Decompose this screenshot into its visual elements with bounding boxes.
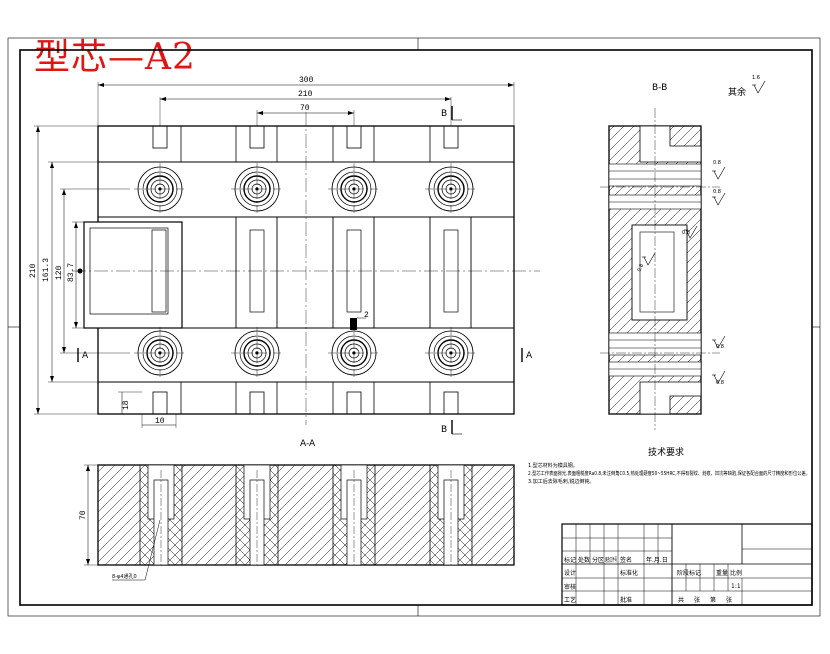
technical-requirements: 技术要求 1.型芯材料为模具钢。 2.型芯工作表面抛光,表面粗糙度Ra0.8,未… xyxy=(528,446,810,485)
roughness-rest-label: 其余 xyxy=(728,86,746,98)
tb-scale: 比例 xyxy=(730,569,742,577)
tb-signature: 签名 xyxy=(620,556,632,564)
tb-zone: 分区 xyxy=(592,556,604,564)
tb-process: 工艺 xyxy=(564,596,576,604)
tb-scale-value: 1:1 xyxy=(731,583,741,590)
section-aa-label: A-A xyxy=(300,439,316,449)
tb-sheet: 张 xyxy=(694,596,700,604)
roughness-5: 0.8 xyxy=(716,380,724,386)
dim-height-3: 120 xyxy=(55,265,64,280)
tech-req-heading: 技术要求 xyxy=(648,446,684,458)
roughness-6: 0.8 xyxy=(636,263,645,273)
roughness-symbols: 其余 1.6 0.8 0.8 0.8 0.8 0.8 0.8 xyxy=(636,75,766,386)
tech-req-line-1: 1.型芯材料为模具钢。 xyxy=(528,462,578,469)
dim-height-2: 161.3 xyxy=(42,258,51,282)
roughness-1: 0.8 xyxy=(713,160,721,166)
roughness-4: 0.8 xyxy=(716,344,724,350)
section-aa-view: 70 8-φ4通孔0 xyxy=(79,464,515,581)
vertical-dimensions: 210 161.3 120 83.7 18 xyxy=(29,125,142,415)
inner-border xyxy=(19,49,813,606)
roughness-2: 0.8 xyxy=(713,189,721,195)
dim-overall-width: 300 xyxy=(299,76,314,85)
tb-page: 第 xyxy=(710,596,716,604)
tb-date: 年.月.日 xyxy=(646,556,668,564)
dim-section-height: 70 xyxy=(79,510,88,520)
tech-req-line-2: 2.型芯工作表面抛光,表面粗糙度Ra0.8,未注倒角C0.5,热处理硬度50~5… xyxy=(528,470,810,477)
tb-weight: 重量 xyxy=(716,569,728,577)
dim-pitch: 70 xyxy=(300,104,310,113)
plan-view xyxy=(72,112,540,425)
tb-mark: 标记 xyxy=(564,556,576,564)
drawing-title: 型芯—A2 xyxy=(34,37,196,78)
tb-review: 审核 xyxy=(564,583,576,591)
dim-overall-height: 210 xyxy=(29,263,38,278)
tb-change-doc: 更改文件号 xyxy=(605,556,617,564)
tb-count: 处数 xyxy=(578,556,590,564)
section-b-bottom: B xyxy=(441,425,447,435)
section-markers: B B A A A-A B-B xyxy=(77,83,667,449)
section-b-top: B xyxy=(441,109,447,119)
title-block-text: 标记 处数 分区 更改文件号 签名 年.月.日 设计 标准化 阶段标记 重量 比… xyxy=(564,556,742,604)
tech-req-line-3: 3.加工后去除毛刺,锐边倒钝。 xyxy=(528,478,594,485)
tb-stage-mark: 阶段标记 xyxy=(677,569,701,577)
tb-standardize: 标准化 xyxy=(620,569,638,577)
horizontal-dimensions: 300 210 70 10 2 xyxy=(97,76,515,428)
roughness-rest-value: 1.6 xyxy=(752,75,760,81)
tb-approve: 批准 xyxy=(620,596,632,604)
title-block xyxy=(561,523,813,606)
dim-height-4: 83.7 xyxy=(67,263,76,282)
hole-callout: 8-φ4通孔0 xyxy=(112,573,137,580)
dim-bottom-width: 10 xyxy=(155,417,165,426)
dim-small-gap: 2 xyxy=(364,311,369,320)
section-bb-view xyxy=(600,108,720,430)
tb-design: 设计 xyxy=(564,569,576,577)
section-bb-label: B-B xyxy=(652,83,667,93)
section-a-left: A xyxy=(82,351,89,361)
roughness-3: 0.8 xyxy=(682,230,690,236)
tb-page-unit: 张 xyxy=(726,596,732,604)
dim-bottom-height: 18 xyxy=(122,400,131,410)
dim-inner-width: 210 xyxy=(298,90,313,99)
section-a-right: A xyxy=(526,351,533,361)
tb-total: 共 xyxy=(678,596,684,604)
